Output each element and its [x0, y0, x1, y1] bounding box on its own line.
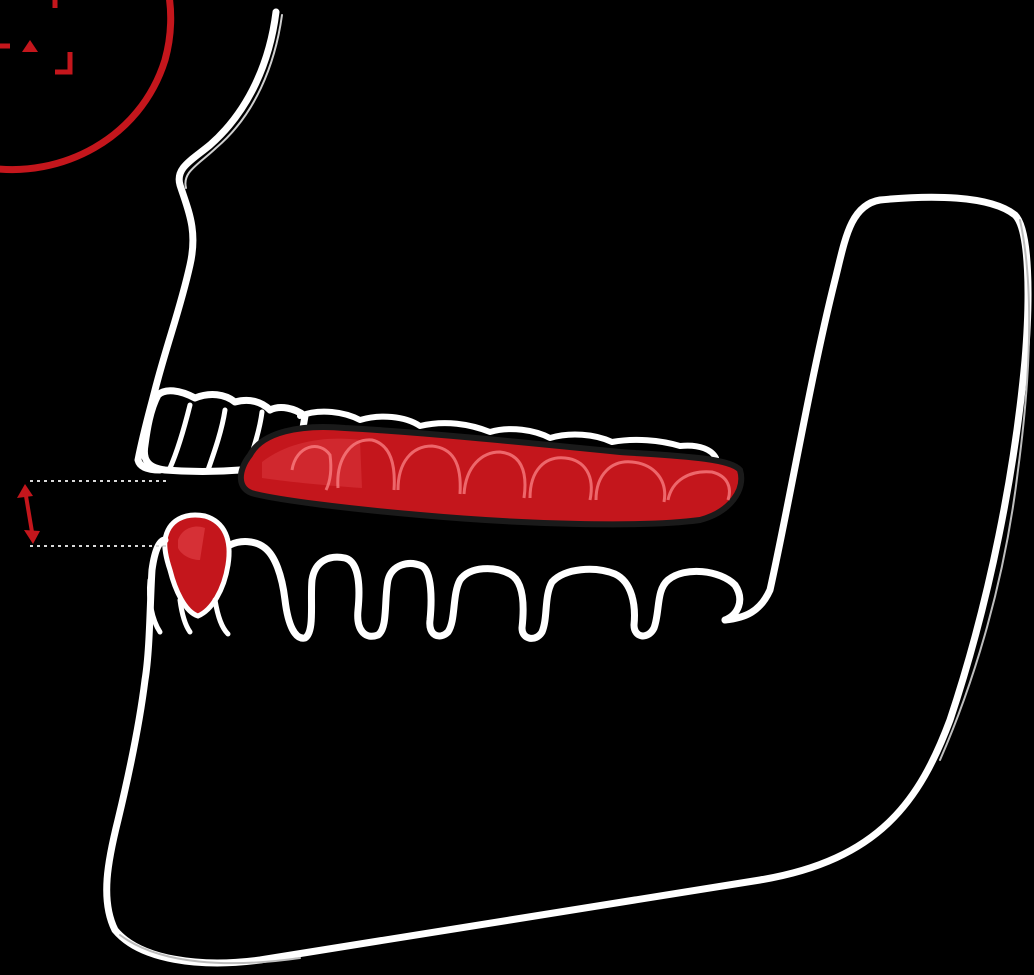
corner-badge — [0, 0, 171, 170]
lower-incisor-highlight — [165, 515, 229, 616]
mandible-outline — [107, 197, 1030, 963]
badge-circle-arc — [0, 0, 171, 170]
corner-bracket-icon — [0, 0, 70, 72]
double-arrow-icon — [17, 484, 40, 544]
bite-gap-measurement — [17, 481, 170, 546]
